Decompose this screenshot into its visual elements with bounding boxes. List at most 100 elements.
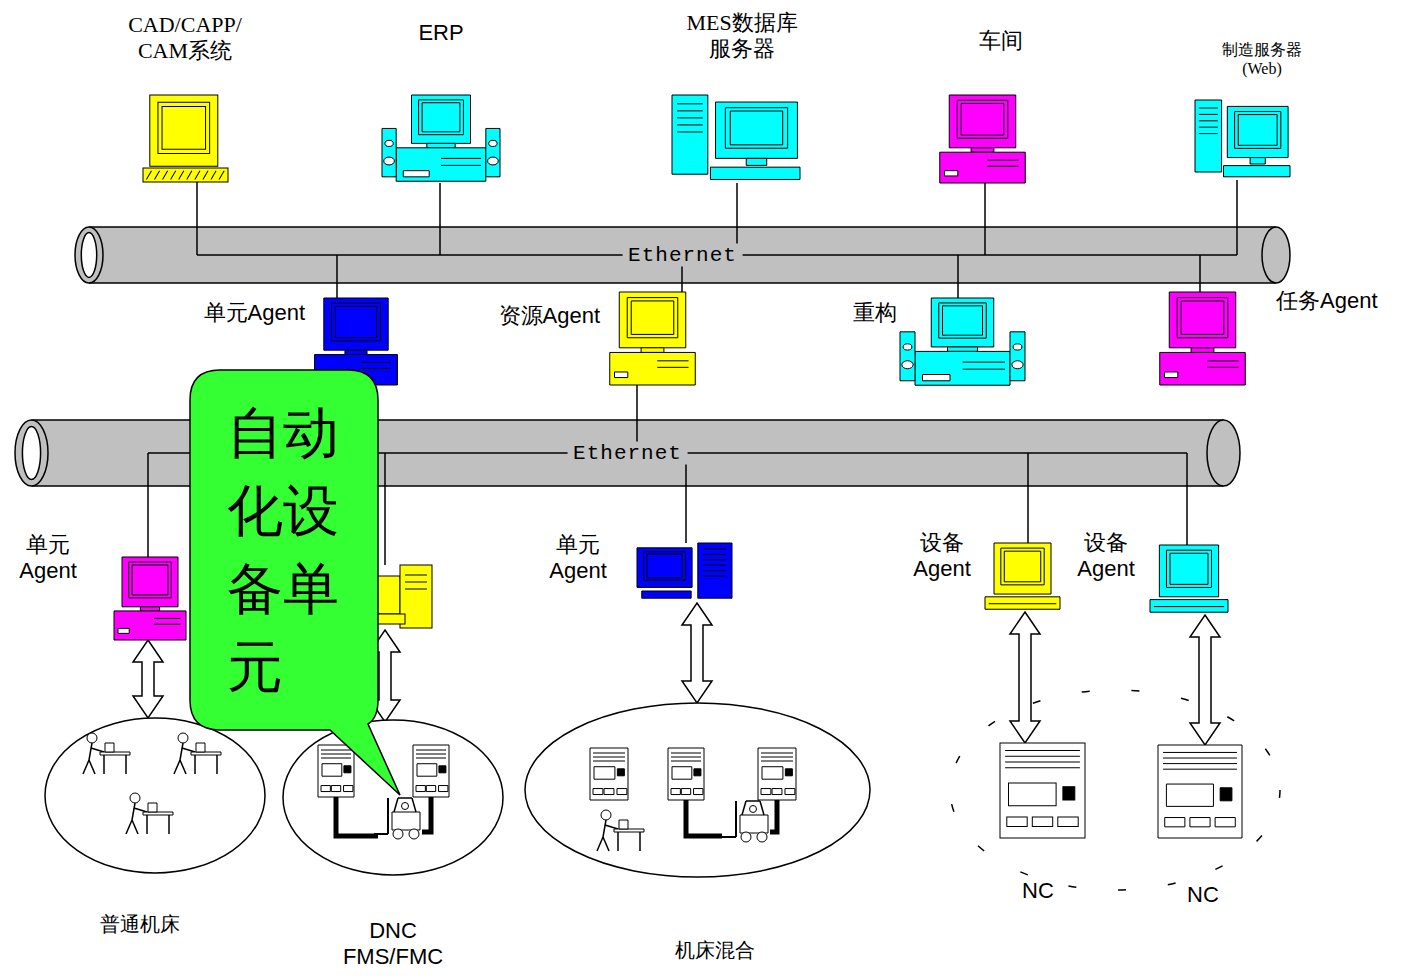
monitor	[412, 95, 471, 143]
node-label: 普通机床	[100, 912, 180, 936]
monitor	[637, 548, 692, 588]
computer-icon	[637, 543, 732, 598]
head	[601, 810, 611, 820]
stroke	[735, 801, 737, 837]
network-link	[147, 486, 149, 557]
pipe-end	[15, 420, 48, 486]
stroke	[441, 158, 481, 159]
stroke	[387, 798, 389, 834]
stroke	[677, 124, 703, 125]
stroke	[963, 362, 1006, 363]
node-label: 资源Agent	[499, 303, 601, 329]
nc-machine-node: NC	[1158, 745, 1242, 838]
tower-case	[698, 543, 732, 598]
stroke	[597, 837, 603, 851]
node-shape	[382, 95, 500, 183]
speaker-cone	[1013, 344, 1022, 350]
pipe-body	[89, 227, 1276, 283]
stroke	[657, 367, 688, 368]
screen-glass	[132, 565, 168, 595]
forklift	[722, 801, 768, 842]
stroke	[704, 559, 727, 560]
conveyor	[686, 800, 722, 836]
screen	[939, 303, 987, 338]
driver-head	[750, 806, 757, 813]
stroke	[83, 760, 89, 774]
stroke	[203, 171, 208, 180]
worker-figure	[174, 733, 221, 774]
network-wire	[384, 486, 386, 565]
monitor	[324, 298, 388, 350]
stroke	[194, 755, 196, 774]
stand	[345, 350, 367, 354]
nc-machine-node: NC	[1000, 743, 1085, 838]
monitor	[150, 95, 218, 166]
screen	[627, 298, 678, 338]
pipe-edge	[32, 419, 1224, 421]
base	[985, 597, 1060, 609]
speaker	[382, 128, 396, 176]
screen	[332, 303, 381, 341]
button	[761, 789, 771, 795]
stand	[971, 148, 994, 152]
stroke	[321, 754, 351, 755]
speaker-cone	[903, 344, 912, 350]
drive	[118, 628, 129, 633]
machine-group: DNC FMS/FMC	[283, 720, 503, 875]
stroke	[195, 171, 200, 180]
speaker-cone	[1012, 361, 1023, 369]
button	[617, 789, 627, 795]
stroke	[1199, 133, 1218, 134]
network-link	[196, 182, 198, 227]
computer-icon	[382, 95, 500, 181]
stroke	[987, 166, 1018, 167]
stroke	[171, 171, 176, 180]
pipe-end	[1207, 420, 1240, 486]
stroke	[321, 750, 351, 751]
callout-text: 自动化设备单元	[227, 394, 342, 706]
stroke	[677, 103, 703, 104]
stroke	[1199, 120, 1218, 121]
stroke	[394, 798, 398, 812]
computer-node: 设备 Agent	[985, 543, 1060, 612]
stroke	[134, 808, 147, 812]
machine-body	[413, 745, 449, 797]
stroke	[179, 171, 184, 180]
network-link	[1027, 486, 1029, 543]
button	[604, 789, 614, 795]
machine-panel	[439, 766, 446, 773]
stroke	[1199, 114, 1218, 115]
stroke	[216, 755, 218, 774]
stroke	[1199, 108, 1218, 109]
computer-node: 任务Agent	[1155, 292, 1250, 385]
monitor	[994, 543, 1051, 594]
bus-drop	[439, 227, 441, 255]
button	[331, 786, 340, 792]
case	[610, 352, 696, 385]
machine-body	[1158, 745, 1242, 838]
node-label: 机床混合	[675, 938, 755, 962]
stroke	[677, 117, 703, 118]
node-shape	[672, 95, 800, 183]
stroke	[154, 618, 180, 619]
stroke	[103, 755, 105, 774]
stand	[746, 158, 766, 165]
node-label: 设备 Agent	[902, 530, 982, 583]
node-shape	[637, 543, 732, 603]
ellipse-outline	[283, 720, 503, 875]
bus-drop	[1027, 453, 1029, 486]
machine-screen	[594, 767, 615, 779]
computer-node: 车间	[935, 95, 1030, 183]
screen-glass	[961, 103, 1004, 135]
node-label: 单元 Agent	[8, 532, 88, 585]
node-shape	[1000, 743, 1085, 838]
button	[593, 789, 603, 795]
network-link	[736, 183, 738, 227]
wheel	[741, 832, 751, 842]
stroke	[180, 760, 186, 774]
pipe-opening	[81, 233, 96, 278]
machine-screen	[1009, 783, 1057, 806]
network-link	[1186, 486, 1188, 545]
double-arrow	[1190, 615, 1220, 745]
machine-tool	[413, 745, 449, 797]
